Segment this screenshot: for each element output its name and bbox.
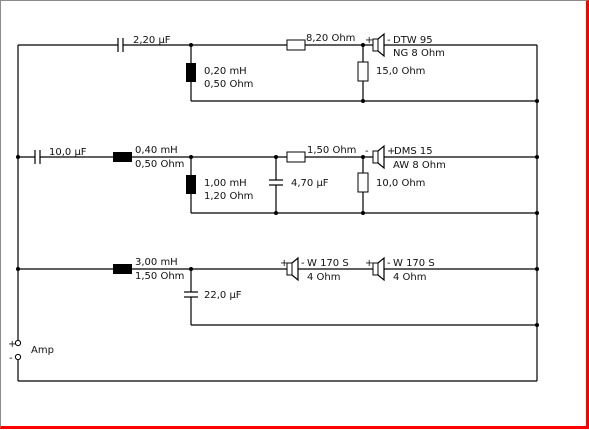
- amp-label: Amp: [31, 345, 54, 356]
- woofer-section: 3,00 mH 1,50 Ohm 22,0 µF + - W 170 S 4 O…: [16, 256, 539, 327]
- amp-minus-terminal[interactable]: [14, 353, 22, 361]
- mid-section: 10,0 µF 0,40 mH 0,50 Ohm 1,50 Ohm 1,00 m…: [16, 144, 539, 215]
- junction-dot: [535, 99, 539, 103]
- woofer-driver1-name: W 170 S: [307, 258, 349, 269]
- tweeter-driver[interactable]: [372, 32, 385, 58]
- mid-series-coil-l-label: 0,40 mH: [135, 145, 178, 156]
- tweeter-series-capacitor[interactable]: [117, 38, 124, 52]
- woofer-driver2-spec: 4 Ohm: [393, 272, 427, 283]
- mid-driver-spec: AW 8 Ohm: [393, 160, 446, 171]
- woofer-driver1-minus: -: [301, 258, 305, 269]
- junction-dot: [535, 267, 539, 271]
- tweeter-shunt-inductor[interactable]: [186, 63, 196, 82]
- tweeter-section: 2,20 µF 8,20 Ohm 0,20 mH 0,50 Ohm 15,0 O…: [18, 32, 539, 103]
- woofer-driver2-plus: +: [365, 258, 373, 269]
- woofer-shunt-capacitor[interactable]: [184, 291, 198, 298]
- mid-shunt-inductor[interactable]: [186, 175, 196, 194]
- tweeter-series-cap-label: 2,20 µF: [133, 35, 171, 46]
- mid-shunt-res-label: 10,0 Ohm: [376, 178, 425, 189]
- woofer-driver-1[interactable]: [286, 256, 299, 282]
- junction-dot: [535, 155, 539, 159]
- mid-driver-name: DMS 15: [394, 146, 433, 157]
- woofer-shunt-cap-label: 22,0 µF: [204, 290, 242, 301]
- junction-dot: [535, 323, 539, 327]
- junction-dot: [361, 211, 365, 215]
- mid-shunt-capacitor[interactable]: [269, 179, 283, 186]
- tweeter-series-resistor[interactable]: [286, 39, 306, 51]
- mid-shunt-coil-l-label: 1,00 mH: [204, 178, 247, 189]
- mid-driver-plus: +: [387, 146, 395, 157]
- woofer-series-inductor[interactable]: [113, 264, 132, 274]
- woofer-series-coil-r-label: 1,50 Ohm: [135, 271, 184, 282]
- tweeter-driver-plus: +: [365, 35, 373, 46]
- amp-input: + - Amp: [8, 45, 538, 382]
- mid-series-inductor[interactable]: [113, 152, 132, 162]
- tweeter-driver-spec: NG 8 Ohm: [393, 48, 445, 59]
- mid-series-res-label: 1,50 Ohm: [307, 145, 356, 156]
- woofer-series-coil-l-label: 3,00 mH: [135, 257, 178, 268]
- woofer-driver1-spec: 4 Ohm: [307, 272, 341, 283]
- mid-series-cap-label: 10,0 µF: [49, 147, 87, 158]
- mid-series-resistor[interactable]: [286, 151, 306, 163]
- woofer-driver2-name: W 170 S: [393, 258, 435, 269]
- tweeter-coil-r-label: 0,50 Ohm: [204, 79, 253, 90]
- mid-series-capacitor[interactable]: [34, 150, 41, 164]
- junction-dot: [361, 99, 365, 103]
- mid-driver[interactable]: [372, 144, 385, 170]
- mid-shunt-coil-r-label: 1,20 Ohm: [204, 191, 253, 202]
- junction-dot: [274, 211, 278, 215]
- amp-minus-label: -: [9, 353, 13, 364]
- tweeter-shunt-resistor[interactable]: [357, 61, 369, 82]
- mid-series-coil-r-label: 0,50 Ohm: [135, 159, 184, 170]
- woofer-driver-2[interactable]: [372, 256, 385, 282]
- tweeter-driver-minus: -: [387, 35, 391, 46]
- mid-driver-minus: -: [365, 146, 369, 157]
- woofer-driver1-plus: +: [280, 258, 288, 269]
- amp-plus-label: +: [8, 339, 16, 350]
- tweeter-series-res-label: 8,20 Ohm: [306, 33, 355, 44]
- mid-shunt-resistor[interactable]: [357, 172, 369, 193]
- mid-shunt-cap-label: 4,70 µF: [291, 178, 329, 189]
- tweeter-shunt-res-label: 15,0 Ohm: [376, 66, 425, 77]
- tweeter-coil-l-label: 0,20 mH: [204, 66, 247, 77]
- woofer-driver2-minus: -: [387, 258, 391, 269]
- junction-dot: [535, 211, 539, 215]
- amp-plus-terminal[interactable]: [14, 339, 22, 347]
- tweeter-driver-name: DTW 95: [393, 35, 433, 46]
